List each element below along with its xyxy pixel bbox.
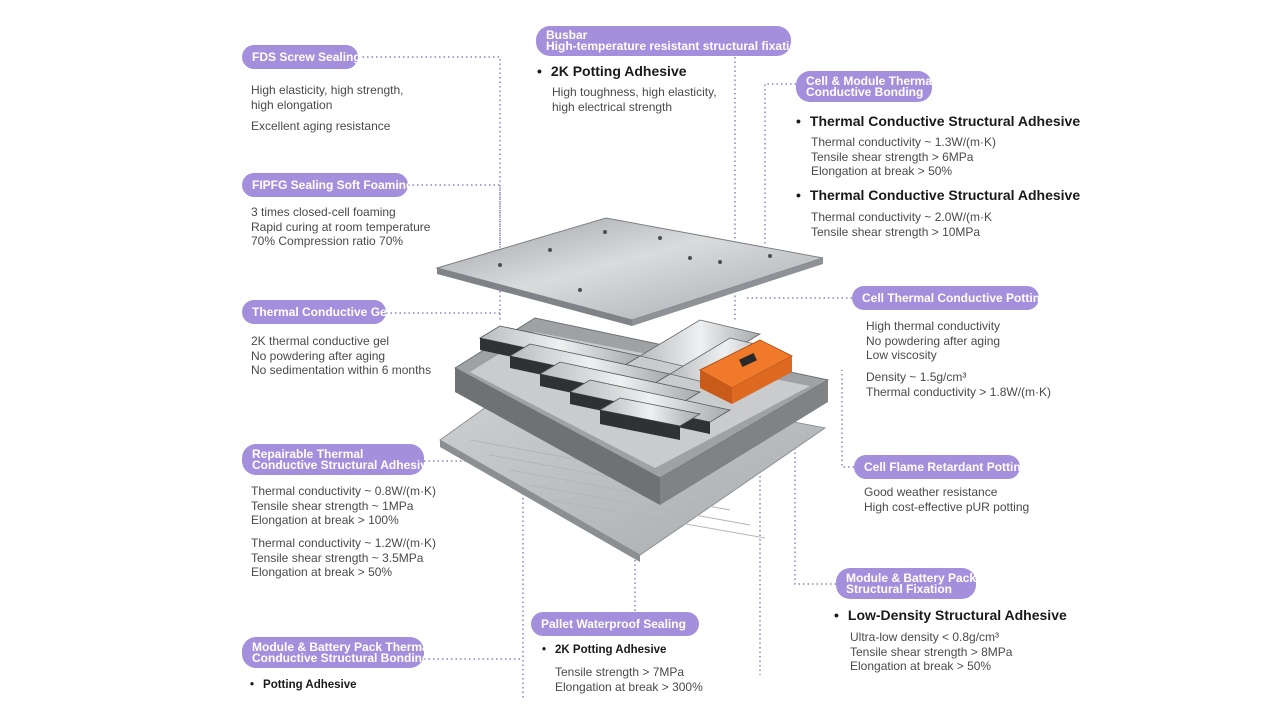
repairable-title-2: Conductive Structural Adhesive (252, 457, 434, 472)
repairable-properties-2: Thermal conductivity ~ 1.2W/(m·K) Tensil… (251, 536, 436, 580)
cell-potting-b2-line-1: Density ~ 1.5g/cm³ (866, 370, 967, 384)
repairable-properties-1: Thermal conductivity ~ 0.8W/(m·K) Tensil… (251, 484, 436, 528)
structural-line-3: Elongation at break > 50% (850, 659, 992, 673)
cell-module-heading-1: Thermal Conductive Structural Adhesive (796, 113, 1080, 129)
repairable-b1-line-2: Tensile shear strength ~ 1MPa (251, 498, 414, 513)
fds-screw-sealing-label: FDS Screw Sealing (242, 45, 361, 69)
bms-unit (698, 339, 794, 404)
module-thermal-title-1: Module & Battery Pack Thermal (252, 639, 433, 654)
flame-properties: Good weather resistance High cost-effect… (864, 485, 1029, 514)
busbar-label: Busbar High-temperature resistant struct… (536, 26, 797, 56)
fipfg-line-2: Rapid curing at room temperature (251, 219, 431, 234)
flame-line-1: Good weather resistance (864, 485, 998, 499)
cell-potting-b1-line-1: High thermal conductivity (866, 319, 1001, 333)
thermal-gel-label: Thermal Conductive Gel (242, 300, 390, 324)
gel-line-2: No powdering after aging (251, 348, 386, 363)
thermal-gel-properties: 2K thermal conductive gel No powdering a… (251, 334, 431, 378)
repairable-b1-line-1: Thermal conductivity ~ 0.8W/(m·K) (251, 484, 437, 498)
module-thermal-bonding-label: Module & Battery Pack Thermal Conductive… (242, 637, 432, 668)
cell-potting-b2-line-2: Thermal conductivity > 1.8W/(m·K) (866, 384, 1052, 399)
repairable-b1-line-3: Elongation at break > 100% (251, 513, 399, 527)
fds-line-2: high elongation (251, 97, 333, 112)
repairable-b2-line-2: Tensile shear strength ~ 3.5MPa (251, 550, 424, 565)
cell-module-properties-1: Thermal conductivity ~ 1.3W/(m·K) Tensil… (811, 135, 996, 179)
structural-line-1: Ultra-low density < 0.8g/cm³ (850, 630, 1000, 644)
repairable-adhesive-label: Repairable Thermal Conductive Structural… (242, 444, 434, 475)
repairable-b2-line-1: Thermal conductivity ~ 1.2W/(m·K) (251, 536, 437, 550)
structural-title-1: Module & Battery Pack (846, 570, 977, 585)
fds-line-3: Excellent aging resistance (251, 119, 391, 133)
cell-module-b1-line-2: Tensile shear strength > 6MPa (811, 149, 974, 164)
repairable-title-1: Repairable Thermal (252, 446, 364, 461)
cell-potting-label: Cell Thermal Conductive Potting (852, 286, 1047, 310)
fds-properties: High elasticity, high strength, high elo… (251, 83, 404, 134)
gel-line-1: 2K thermal conductive gel (251, 334, 390, 348)
pallet-line-2: Elongation at break > 300% (555, 679, 703, 694)
structural-heading: Low-Density Structural Adhesive (834, 607, 1067, 623)
cell-modules (478, 319, 794, 440)
structural-title-2: Structural Fixation (846, 581, 953, 596)
repairable-b2-line-3: Elongation at break > 50% (251, 565, 393, 579)
top-lid (435, 217, 824, 326)
cell-module-title-2: Conductive Bonding (806, 84, 924, 99)
busbar-heading: 2K Potting Adhesive (537, 63, 687, 79)
flame-line-2: High cost-effective pUR potting (864, 499, 1030, 514)
pallet-sealing-label: Pallet Waterproof Sealing (531, 612, 699, 636)
pallet-properties: Tensile strength > 7MPa Elongation at br… (555, 665, 703, 694)
module-thermal-title-2: Conductive Structural Bonding (252, 650, 430, 665)
fipfg-properties: 3 times closed-cell foaming Rapid curing… (251, 205, 430, 249)
fipfg-line-1: 3 times closed-cell foaming (251, 205, 396, 219)
cell-module-b2-line-1: Thermal conductivity ~ 2.0W/(m·K (811, 210, 993, 224)
structural-fixation-label: Module & Battery Pack Structural Fixatio… (836, 568, 976, 599)
cell-module-bonding-label: Cell & Module Thermal Conductive Bonding (796, 71, 936, 102)
cell-module-b1-line-3: Elongation at break > 50% (811, 164, 953, 178)
busbar-title-1: Busbar (546, 28, 588, 42)
fipfg-sealing-label: FIPFG Sealing Soft Foaming (242, 173, 413, 197)
cell-potting-properties-2: Density ~ 1.5g/cm³ Thermal conductivity … (866, 370, 1051, 399)
cell-module-b1-line-1: Thermal conductivity ~ 1.3W/(m·K) (811, 135, 997, 149)
fds-line-1: High elasticity, high strength, (251, 83, 404, 97)
cell-potting-properties-1: High thermal conductivity No powdering a… (866, 319, 1000, 363)
cell-module-heading-2: Thermal Conductive Structural Adhesive (796, 187, 1080, 203)
cell-potting-b1-line-3: Low viscosity (866, 348, 937, 362)
fipfg-line-3: 70% Compression ratio 70% (251, 234, 404, 248)
busbar-title-2: High-temperature resistant structural fi… (546, 39, 797, 53)
cell-module-properties-2: Thermal conductivity ~ 2.0W/(m·K Tensile… (811, 210, 992, 239)
busbar-properties: High toughness, high elasticity, high el… (552, 85, 717, 114)
gel-line-3: No sedimentation within 6 months (251, 363, 432, 377)
cell-module-title-1: Cell & Module Thermal (806, 73, 936, 88)
structural-line-2: Tensile shear strength > 8MPa (850, 644, 1013, 659)
pallet-line-1: Tensile strength > 7MPa (555, 665, 685, 679)
pallet-heading: 2K Potting Adhesive (542, 644, 666, 656)
cell-module-b2-line-2: Tensile shear strength > 10MPa (811, 224, 981, 239)
busbar-line-1: High toughness, high elasticity, (552, 85, 717, 99)
flame-retardant-label: Cell Flame Retardant Potting (854, 455, 1028, 479)
cell-potting-b1-line-2: No powdering after aging (866, 333, 1001, 348)
potting-adhesive-heading: Potting Adhesive (250, 679, 357, 691)
busbar-line-2: high electrical strength (552, 99, 673, 114)
structural-properties: Ultra-low density < 0.8g/cm³ Tensile she… (850, 630, 1012, 674)
